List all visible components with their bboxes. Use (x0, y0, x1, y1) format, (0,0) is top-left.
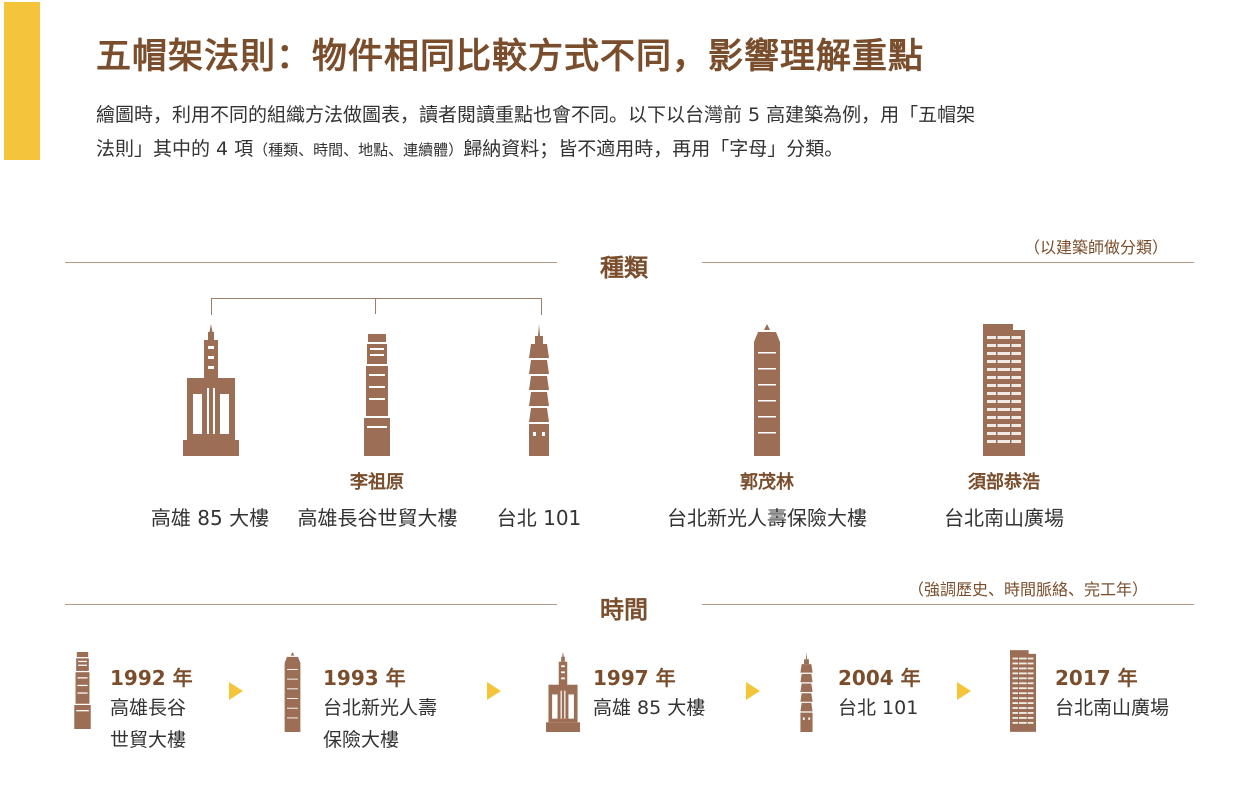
time-note: （強調歷史、時間脈絡、完工年） (908, 580, 1149, 599)
kaohsiung-85-tower-icon (546, 652, 580, 732)
timeline-year: 2004 年 (838, 666, 921, 690)
timeline-arrow (957, 682, 971, 700)
timeline-year: 1993 年 (323, 666, 406, 690)
timeline-year: 1992 年 (110, 666, 193, 690)
timeline-building: 台北南山廣場 (1055, 697, 1170, 719)
intro-line-1: 繪圖時，利用不同的組織方法做圖表，讀者閱讀重點也會不同。以下以台灣前 5 高建築… (96, 104, 976, 126)
shin-kong-life-tower-icon (284, 652, 301, 732)
building-name: 台北新光人壽保險大樓 (667, 506, 867, 530)
kaohsiung-85-tower-icon (183, 324, 239, 456)
architect-group-bracket (211, 298, 542, 315)
architect-label: 李祖原 (350, 472, 404, 493)
chang-gu-world-trade-center-icon (362, 334, 392, 456)
divider-left (65, 262, 557, 263)
bracket-stem (375, 298, 376, 314)
accent-bar (4, 2, 40, 160)
timeline-building: 高雄 85 大樓 (593, 697, 706, 719)
timeline-building: 台北 101 (838, 697, 919, 719)
chang-gu-world-trade-center-icon (73, 652, 92, 729)
timeline-arrow (487, 682, 501, 700)
building-name: 高雄長谷世貿大樓 (297, 506, 458, 530)
building-name: 台北南山廣場 (944, 506, 1064, 530)
divider-right (702, 262, 1194, 263)
timeline-arrow (229, 682, 243, 700)
timeline-arrow (746, 682, 760, 700)
timeline-building: 台北新光人壽保險大樓 (323, 697, 438, 751)
divider-right (702, 604, 1194, 605)
page-title: 五帽架法則：物件相同比較方式不同，影響理解重點 (96, 37, 925, 77)
architect-label: 郭茂林 (740, 472, 794, 493)
shin-kong-life-tower-icon (754, 324, 780, 456)
taipei-101-icon (527, 324, 551, 456)
intro-text: 繪圖時，利用不同的組織方法做圖表，讀者閱讀重點也會不同。以下以台灣前 5 高建築… (96, 98, 1176, 167)
section-title-time: 時間 (600, 596, 648, 624)
intro-line-2: 法則」其中的 4 項（種類、時間、地點、連續體）歸納資料；皆不適用時，再用「字母… (96, 138, 844, 160)
timeline-building: 高雄長谷世貿大樓 (110, 697, 187, 751)
building-name: 台北 101 (496, 506, 582, 530)
timeline-year: 1997 年 (593, 666, 676, 690)
taipei-101-icon (799, 652, 814, 732)
nanshan-plaza-icon (983, 324, 1025, 456)
architect-label: 須部恭浩 (968, 472, 1040, 493)
building-name: 高雄 85 大樓 (150, 506, 270, 530)
nanshan-plaza-icon (1010, 650, 1036, 732)
timeline-year: 2017 年 (1055, 666, 1138, 690)
divider-left (65, 604, 557, 605)
section-title-categories: 種類 (600, 254, 648, 282)
categories-note: （以建築師做分類） (1024, 238, 1169, 257)
